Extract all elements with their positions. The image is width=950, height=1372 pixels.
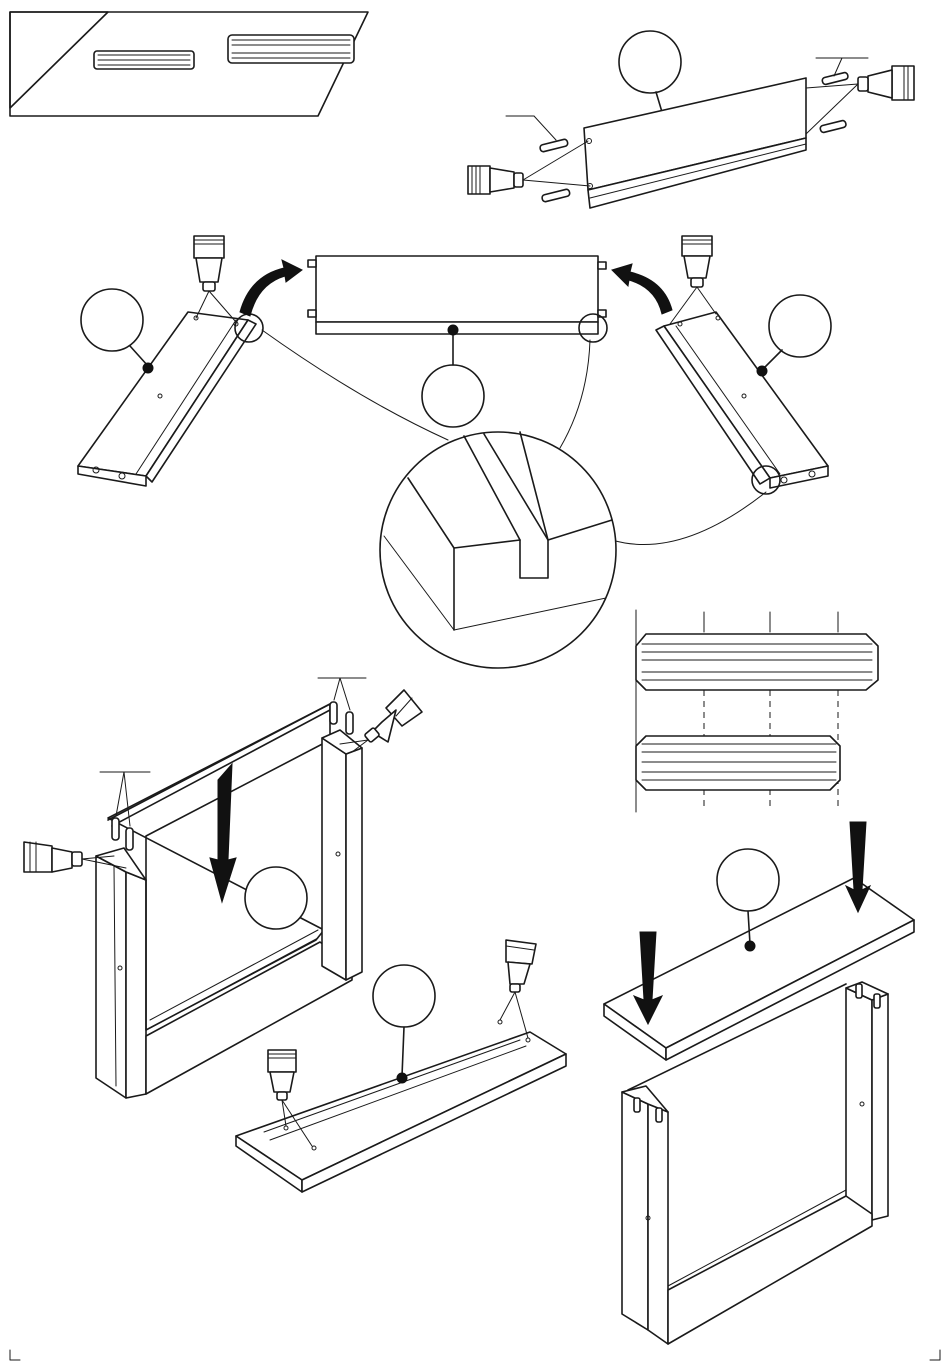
step-dowel-comparison bbox=[636, 610, 878, 812]
left-upright bbox=[96, 848, 146, 1098]
long-dowel-icon bbox=[228, 35, 354, 63]
curved-arrow-icon bbox=[612, 264, 672, 314]
glue-tube-icon bbox=[670, 236, 716, 324]
dowel-icon bbox=[636, 736, 840, 790]
fastener-panel bbox=[10, 12, 368, 116]
part-callout-icon bbox=[757, 295, 831, 376]
right-upright bbox=[322, 730, 362, 980]
part-callout-icon bbox=[81, 289, 153, 373]
glue-tube-icon bbox=[468, 141, 590, 194]
part-callout-icon bbox=[422, 325, 484, 427]
part-callout-icon bbox=[373, 965, 435, 1083]
magnifier-detail-icon bbox=[380, 432, 616, 668]
part-callout-icon bbox=[245, 867, 307, 929]
dowel-icon bbox=[636, 634, 878, 690]
glue-tube-icon bbox=[500, 940, 536, 1038]
step-frame-assembly bbox=[24, 678, 422, 1098]
back-panel bbox=[584, 78, 806, 208]
short-dowel-icon bbox=[94, 51, 194, 69]
glue-tube-icon bbox=[194, 236, 236, 322]
curved-arrow-icon bbox=[240, 260, 302, 316]
glue-tube-icon bbox=[806, 66, 914, 134]
step-back-panel-glue bbox=[468, 31, 914, 208]
down-arrow-icon bbox=[210, 764, 236, 902]
crop-marks bbox=[10, 1350, 940, 1360]
step-top-panel-placement bbox=[604, 822, 914, 1344]
back-panel-center bbox=[308, 256, 606, 334]
